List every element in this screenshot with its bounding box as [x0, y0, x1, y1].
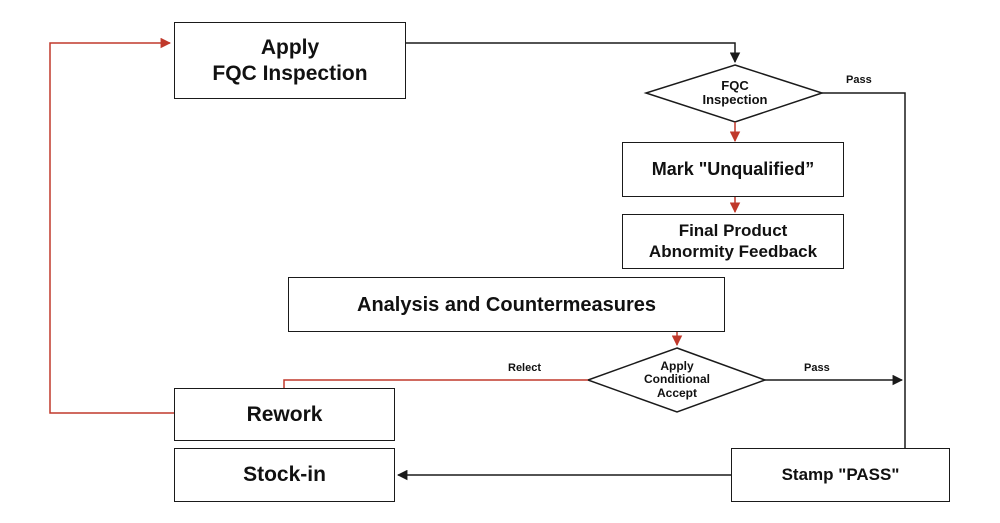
apply-fqc-inspection-box: Apply FQC Inspection [174, 22, 406, 99]
abnormity-feedback-box: Final Product Abnormity Feedback [622, 214, 844, 269]
conditional-reject-label: Relect [508, 362, 542, 374]
conditional-accept-label: Apply Conditional Accept [622, 354, 732, 406]
abnormity-feedback-line1: Final Product [678, 221, 788, 241]
edge-conditional-reject [283, 379, 588, 389]
stock-in-box: Stock-in [174, 448, 395, 502]
conditional-accept-diamond [585, 347, 768, 413]
edge-rework-loop [49, 37, 174, 414]
apply-fqc-line2: FQC Inspection [212, 61, 368, 85]
conditional-pass-label: Pass [804, 362, 830, 374]
fqc-line2: Inspection [702, 92, 768, 107]
stamp-pass-box: Stamp "PASS" [731, 448, 950, 502]
mark-unqualified-box: Mark "Unqualified” [622, 142, 844, 197]
conditional-line1: Apply [660, 359, 694, 374]
abnormity-feedback-line2: Abnormity Feedback [648, 241, 818, 261]
conditional-line2: Conditional [644, 372, 710, 387]
stamp-pass-label: Stamp "PASS" [781, 464, 900, 484]
rework-label: Rework [246, 402, 323, 426]
apply-fqc-line1: Apply [260, 36, 320, 60]
stock-in-label: Stock-in [243, 463, 326, 487]
conditional-line3: Accept [656, 385, 697, 400]
analysis-box: Analysis and Countermeasures [288, 277, 725, 332]
analysis-label: Analysis and Countermeasures [357, 293, 656, 316]
fqc-inspection-label: FQC Inspection [676, 72, 794, 114]
fqc-pass-label: Pass [846, 74, 872, 86]
edge-fqc-pass [822, 92, 906, 448]
fqc-line1: FQC [721, 77, 749, 93]
rework-box: Rework [174, 388, 395, 441]
edge-apply-to-fqc [405, 42, 741, 64]
mark-unqualified-label: Mark "Unqualified” [651, 158, 815, 179]
